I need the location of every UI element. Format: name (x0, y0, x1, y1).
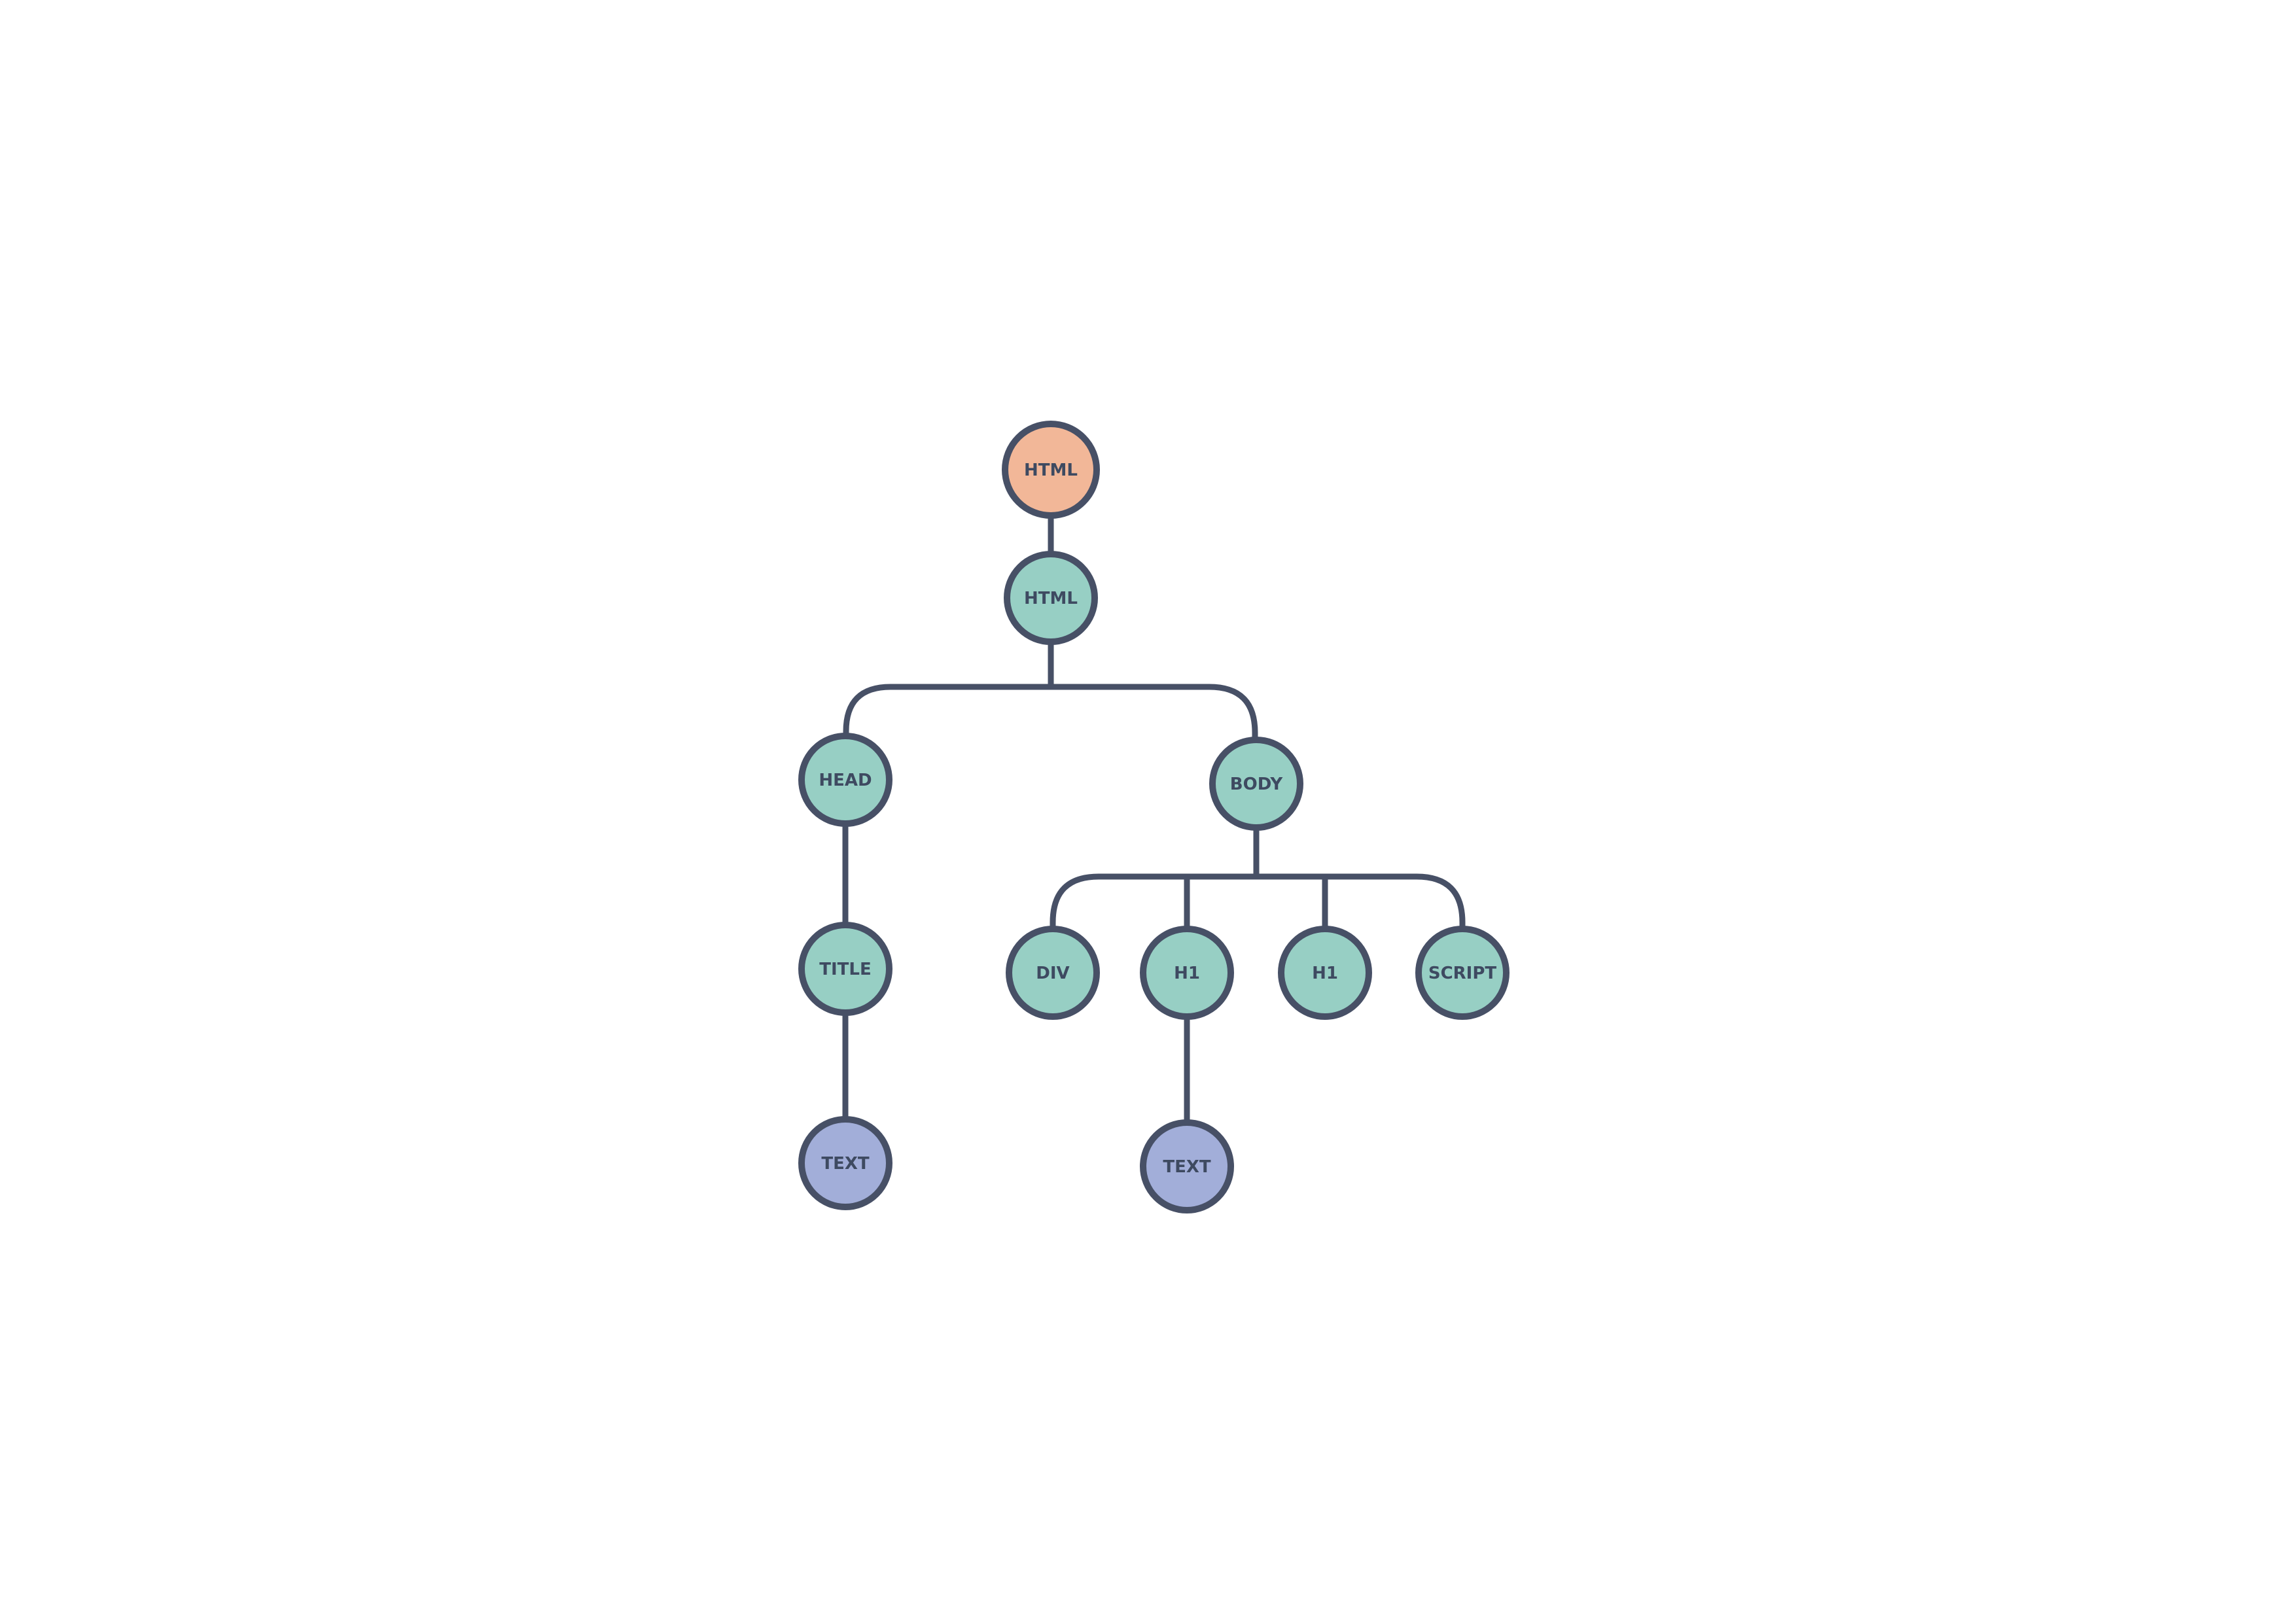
node-circle-body (1209, 737, 1303, 831)
node-label-h1-second: H1 (1312, 964, 1338, 983)
node-script: SCRIPT (1415, 926, 1510, 1020)
connector-lines (842, 517, 1466, 1122)
node-html: HTML (1004, 551, 1098, 645)
node-circle-script (1415, 926, 1510, 1020)
node-div: DIV (1006, 926, 1100, 1020)
node-label-h1-first: H1 (1174, 964, 1200, 983)
node-circle-h1-text (1140, 1119, 1234, 1213)
node-label-document: HTML (1024, 461, 1078, 480)
node-h1-second: H1 (1278, 926, 1372, 1020)
node-label-head: HEAD (819, 771, 872, 790)
node-circle-document (1002, 421, 1100, 519)
node-label-div: DIV (1036, 964, 1069, 983)
node-circle-title-text (798, 1116, 892, 1210)
node-body: BODY (1209, 737, 1303, 831)
node-label-body: BODY (1230, 775, 1284, 794)
node-circle-html (1004, 551, 1098, 645)
node-label-title-text: TEXT (821, 1154, 870, 1174)
node-document: HTML (1002, 421, 1100, 519)
edge-html-head-body-bar (843, 684, 1258, 740)
node-circle-h1-first (1140, 926, 1234, 1020)
node-h1-first: H1 (1140, 926, 1234, 1020)
node-label-html: HTML (1024, 589, 1078, 608)
node-title: TITLE (798, 922, 892, 1016)
node-label-script: SCRIPT (1428, 964, 1497, 983)
node-circle-div (1006, 926, 1100, 1020)
node-label-h1-text: TEXT (1163, 1157, 1211, 1177)
node-label-title: TITLE (819, 960, 871, 979)
node-title-text: TEXT (798, 1116, 892, 1210)
tree-nodes: HTML HTML HEAD BODY TITLE TEXT DIV H1 H1 SCRIPT TE… (798, 421, 1510, 1213)
edge-body-children-bar (1050, 873, 1466, 930)
node-circle-h1-second (1278, 926, 1372, 1020)
node-circle-head (798, 733, 892, 827)
node-circle-title (798, 922, 892, 1016)
node-head: HEAD (798, 733, 892, 827)
node-h1-text: TEXT (1140, 1119, 1234, 1213)
